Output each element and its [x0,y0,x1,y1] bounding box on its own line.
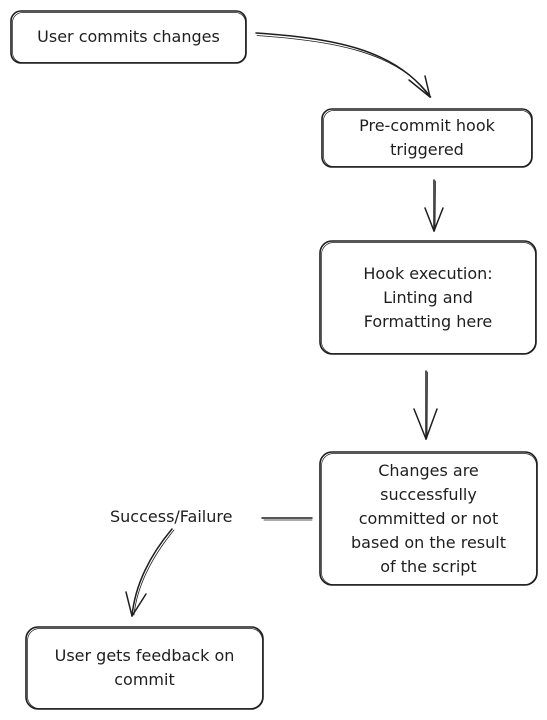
node-hook-exec-label: Hook execution: Linting and Formatting h… [363,263,493,331]
edge-changes-to-feedback [125,517,313,617]
node-pre-commit-label: Pre-commit hook triggered [359,116,495,159]
node-user-commits-label: User commits changes [37,27,220,46]
node-pre-commit-box [321,108,533,168]
node-feedback-box [25,626,264,710]
node-hook-exec-box [319,240,537,355]
node-feedback-label: User gets feedback on commit [54,646,235,689]
node-changes-box [319,451,538,586]
edge-label-success-failure: Success/Failure [108,507,235,526]
edge-hook-exec-to-changes [413,370,438,440]
edge-user-commits-to-pre-commit [255,32,432,98]
node-changes-label: Changes are successfully committed or no… [350,460,506,576]
node-user-commits-box [10,10,247,64]
edge-pre-commit-to-hook-exec [424,179,444,232]
